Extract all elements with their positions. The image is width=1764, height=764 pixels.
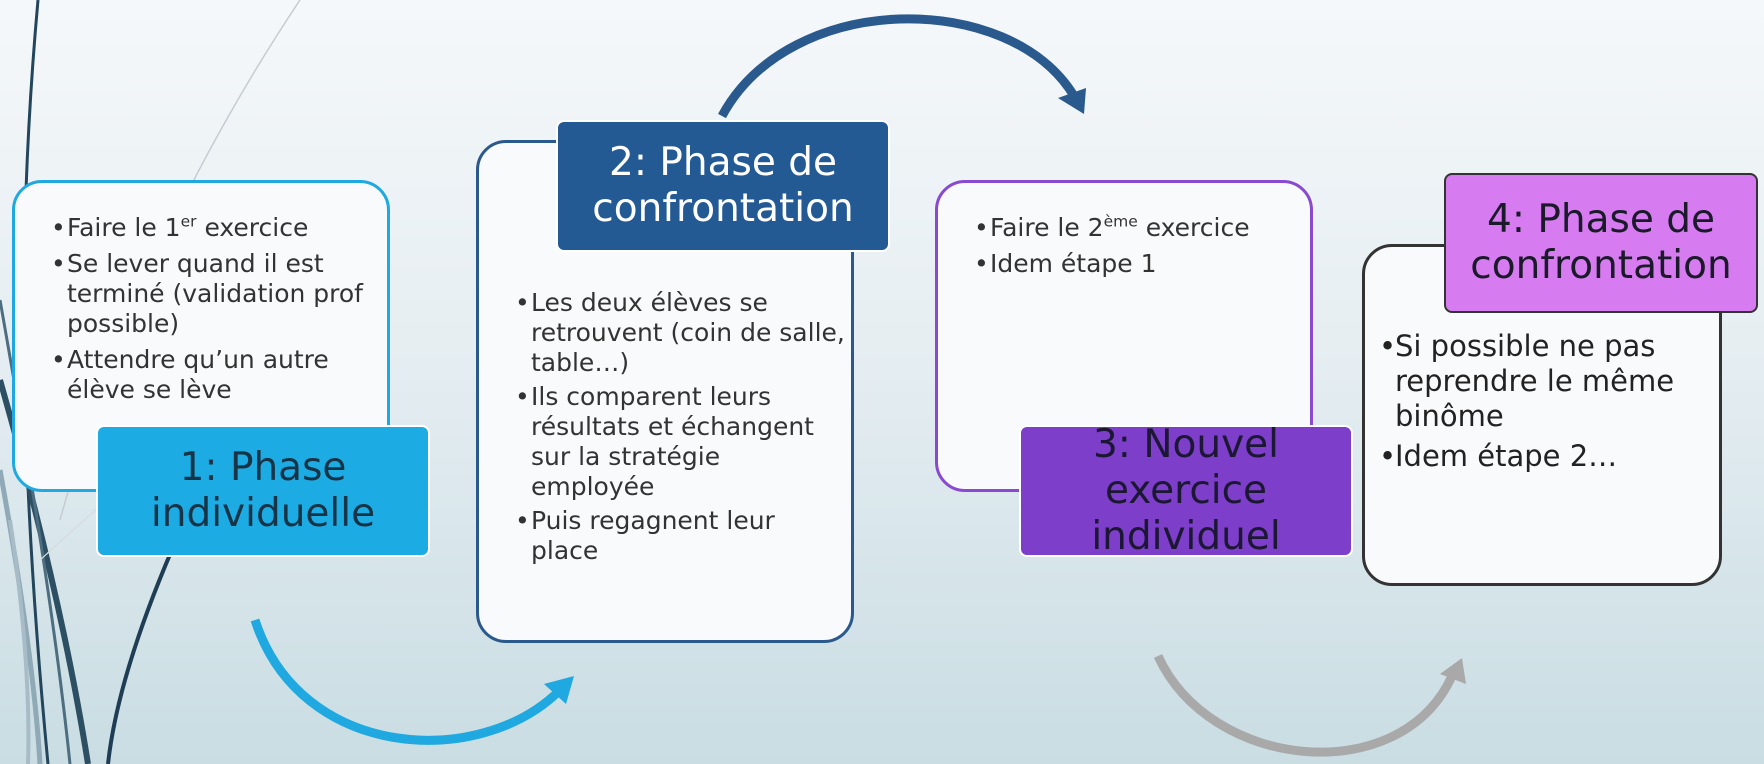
step-1-label: 1: Phase individuelle xyxy=(96,425,430,557)
step-2-bullet: Les deux élèves se retrouvent (coin de s… xyxy=(515,288,845,378)
step-1-bullet: Faire le 1er exercice xyxy=(51,213,371,243)
step-4-bullet: Idem étape 2… xyxy=(1379,439,1715,474)
step-1-bullet: Attendre qu’un autre élève se lève xyxy=(51,345,371,405)
step-3-label: 3: Nouvel exercice individuel xyxy=(1019,425,1353,557)
step-2-label: 2: Phase de confrontation xyxy=(556,120,890,252)
step-2-bullet: Ils comparent leurs résultats et échange… xyxy=(515,382,845,502)
step-4-bullet: Si possible ne pas reprendre le même bin… xyxy=(1379,329,1715,433)
step-2-bullet: Puis regagnent leur place xyxy=(515,506,845,566)
step-3-bullet-list: Faire le 2ème exercice Idem étape 1 xyxy=(974,213,1294,285)
step-3-bullet: Idem étape 1 xyxy=(974,249,1294,279)
step-1-bullet-list: Faire le 1er exercice Se lever quand il … xyxy=(51,213,371,411)
step-1-bullet: Se lever quand il est terminé (validatio… xyxy=(51,249,371,339)
arrow-step3-to-step4 xyxy=(1153,654,1466,757)
step-3-bullet: Faire le 2ème exercice xyxy=(974,213,1294,243)
step-4-label: 4: Phase de confrontation xyxy=(1444,173,1758,313)
step-4-bullet-list: Si possible ne pas reprendre le même bin… xyxy=(1379,329,1715,480)
arrow-step2-to-step3 xyxy=(718,14,1086,119)
arrow-step1-to-step2 xyxy=(250,618,574,745)
step-2-bullet-list: Les deux élèves se retrouvent (coin de s… xyxy=(515,288,845,570)
